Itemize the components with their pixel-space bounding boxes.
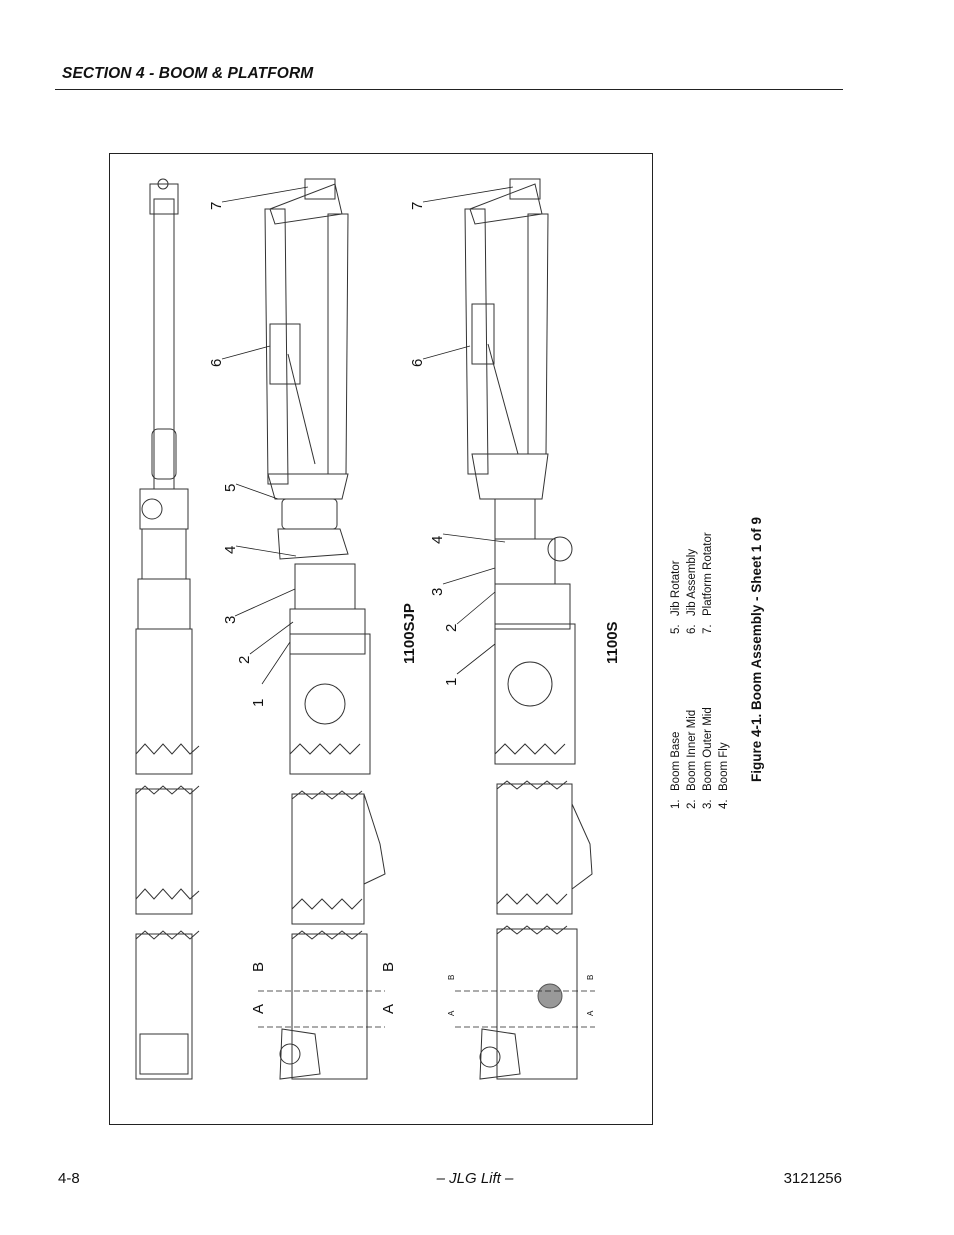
figure-caption: Figure 4-1. Boom Assembly - Sheet 1 of 9 <box>749 516 764 782</box>
legend-item: 4.Boom Fly <box>718 742 730 809</box>
section-marker-a-right: A <box>380 1003 397 1014</box>
callout-6-sjp: 6 <box>208 358 225 367</box>
callout-2-sjp: 2 <box>236 655 253 664</box>
legend-left: 1.Boom Base 2.Boom Inner Mid 3.Boom Oute… <box>668 707 732 809</box>
section-marker-b-right: B <box>380 961 397 972</box>
doc-number: 3121256 <box>783 1170 842 1187</box>
top-view-boom <box>135 178 200 1080</box>
callout-7-sjp: 7 <box>208 201 225 210</box>
boom-assembly-drawing <box>135 178 595 1080</box>
legend-item: 7.Platform Rotator <box>702 532 714 634</box>
callout-5-sjp: 5 <box>222 483 239 492</box>
section-marker-a-s-right: A <box>586 1010 595 1016</box>
section-marker-b-left: B <box>250 961 267 972</box>
section-marker-a-s-left: A <box>447 1010 456 1016</box>
callout-3-s: 3 <box>429 587 446 596</box>
callout-2-s: 2 <box>443 623 460 632</box>
section-marker-a-left: A <box>250 1003 267 1014</box>
section-marker-b-s-right: B <box>586 974 595 980</box>
callout-4-sjp: 4 <box>222 545 239 554</box>
legend-item: 6.Jib Assembly <box>686 548 698 634</box>
model-label-1100sjp: 1100SJP <box>401 603 418 664</box>
page-number: 4-8 <box>58 1170 80 1187</box>
legend-right: 5.Jib Rotator 6.Jib Assembly 7.Platform … <box>668 532 716 634</box>
section-marker-b-s-left: B <box>447 974 456 980</box>
callout-6-s: 6 <box>409 358 426 367</box>
callout-7-s: 7 <box>409 201 426 210</box>
callout-4-s: 4 <box>429 535 446 544</box>
side-view-1100s <box>464 178 593 1080</box>
footer-brand: – JLG Lift – <box>436 1170 514 1187</box>
callout-3-sjp: 3 <box>222 615 239 624</box>
legend-item: 1.Boom Base <box>670 731 682 809</box>
side-view-1100sjp <box>264 178 386 1080</box>
callout-1-s: 1 <box>443 677 460 686</box>
header-rule <box>55 89 843 90</box>
callout-1-sjp: 1 <box>250 698 267 707</box>
legend-item: 2.Boom Inner Mid <box>686 709 698 809</box>
model-label-1100s: 1100S <box>604 621 621 664</box>
figure-frame: 7 6 5 4 3 2 1 7 6 4 3 2 1 B A B A B A B … <box>109 153 764 1125</box>
section-title: SECTION 4 - BOOM & PLATFORM <box>62 65 314 82</box>
legend-item: 3.Boom Outer Mid <box>702 707 714 809</box>
legend-item: 5.Jib Rotator <box>670 560 682 634</box>
